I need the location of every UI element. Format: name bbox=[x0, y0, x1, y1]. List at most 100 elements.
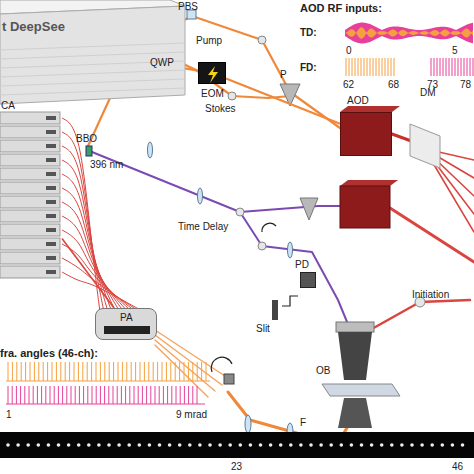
angle-comb bbox=[45, 386, 46, 404]
array-port bbox=[46, 242, 56, 246]
part-label: 5 bbox=[452, 46, 458, 56]
component-box: PA bbox=[95, 308, 157, 340]
part-label: Time Delay bbox=[178, 222, 228, 232]
component-box: PD bbox=[300, 272, 316, 288]
angle-comb bbox=[126, 362, 127, 381]
angle-comb bbox=[144, 362, 145, 381]
angle-comb bbox=[20, 386, 21, 404]
array-port bbox=[46, 256, 56, 260]
part-label: 46 bbox=[452, 462, 463, 472]
fd-comb bbox=[373, 58, 374, 76]
slit bbox=[272, 300, 278, 320]
beam-connector bbox=[62, 238, 114, 308]
array-module bbox=[0, 168, 60, 180]
angle-comb bbox=[175, 362, 176, 381]
part-label: PBS bbox=[178, 2, 198, 12]
condenser-lens bbox=[338, 398, 372, 428]
laser-ridge bbox=[0, 88, 185, 95]
galvo-mirror bbox=[224, 374, 234, 384]
fd-comb bbox=[379, 58, 380, 76]
fd-comb bbox=[352, 58, 353, 76]
focal-spot bbox=[360, 443, 364, 447]
angle-comb bbox=[140, 362, 141, 381]
second-aod-beam bbox=[390, 208, 474, 262]
angle-comb bbox=[56, 362, 57, 381]
focal-spot bbox=[390, 443, 394, 447]
part-label: 68 bbox=[388, 80, 399, 90]
part-label: QWP bbox=[150, 58, 174, 68]
angle-comb bbox=[96, 386, 97, 404]
angle-comb bbox=[65, 362, 66, 381]
focal-spot bbox=[400, 443, 404, 447]
focal-spot bbox=[309, 443, 313, 447]
part-label: DM bbox=[420, 88, 436, 98]
component-shape bbox=[199, 63, 227, 85]
focal-spot bbox=[340, 443, 344, 447]
axis-line bbox=[6, 404, 205, 405]
focal-spot bbox=[77, 443, 81, 447]
fd-comb bbox=[349, 58, 350, 76]
component-shape bbox=[0, 112, 62, 282]
td-waveform bbox=[345, 27, 473, 38]
objective-collar bbox=[336, 322, 374, 332]
focal-spot bbox=[158, 443, 162, 447]
angle-comb bbox=[75, 386, 76, 404]
focal-spot bbox=[279, 443, 283, 447]
angle-comb bbox=[79, 386, 80, 404]
component-box: CA bbox=[0, 112, 62, 282]
angle-comb bbox=[50, 386, 51, 404]
component-box: AOD bbox=[340, 112, 392, 156]
component-box: EOM bbox=[198, 62, 226, 84]
laser-ridge bbox=[0, 43, 185, 50]
focal-spot bbox=[289, 443, 293, 447]
part-label: AOD RF inputs: bbox=[300, 3, 382, 14]
array-port bbox=[46, 144, 56, 148]
angle-comb bbox=[118, 362, 119, 381]
part-label: 78 bbox=[460, 80, 471, 90]
angle-comb bbox=[201, 362, 202, 381]
angle-comb bbox=[142, 386, 143, 404]
focal-spot bbox=[188, 443, 192, 447]
part-label: 23 bbox=[231, 462, 242, 472]
angle-comb bbox=[8, 386, 9, 404]
focal-spot bbox=[299, 443, 303, 447]
angle-comb bbox=[47, 362, 48, 381]
fd-comb bbox=[391, 58, 392, 76]
angle-comb bbox=[150, 386, 151, 404]
angle-comb bbox=[197, 362, 198, 381]
angle-comb bbox=[135, 362, 136, 381]
angle-comb bbox=[188, 362, 189, 381]
laser-front-face bbox=[0, 6, 185, 104]
fd-comb bbox=[446, 58, 447, 76]
focal-spot bbox=[208, 443, 212, 447]
component-label: EOM bbox=[201, 89, 224, 99]
array-module bbox=[0, 182, 60, 194]
angle-comb bbox=[8, 362, 9, 381]
angle-comb bbox=[153, 362, 154, 381]
sample-stage bbox=[322, 384, 400, 396]
focal-spot bbox=[410, 443, 414, 447]
component-label: t DeepSee bbox=[2, 20, 65, 33]
angle-comb bbox=[157, 362, 158, 381]
focal-spot bbox=[259, 443, 263, 447]
part-label: 1 bbox=[6, 410, 12, 420]
array-port bbox=[46, 172, 56, 176]
angle-comb bbox=[12, 362, 13, 381]
angle-comb bbox=[167, 386, 168, 404]
fd-comb bbox=[443, 58, 444, 76]
focal-spot bbox=[269, 443, 273, 447]
fd-comb bbox=[458, 58, 459, 76]
fd-comb bbox=[455, 58, 456, 76]
angle-comb bbox=[91, 362, 92, 381]
array-port bbox=[46, 228, 56, 232]
dichroic-mirror bbox=[410, 124, 440, 168]
angle-comb bbox=[29, 386, 30, 404]
angle-comb bbox=[113, 386, 114, 404]
angle-comb bbox=[108, 386, 109, 404]
focal-spot bbox=[37, 443, 41, 447]
mirror bbox=[258, 242, 266, 250]
focal-spot bbox=[430, 443, 434, 447]
fd-comb bbox=[358, 58, 359, 76]
array-module bbox=[0, 196, 60, 208]
focal-spot bbox=[350, 443, 354, 447]
